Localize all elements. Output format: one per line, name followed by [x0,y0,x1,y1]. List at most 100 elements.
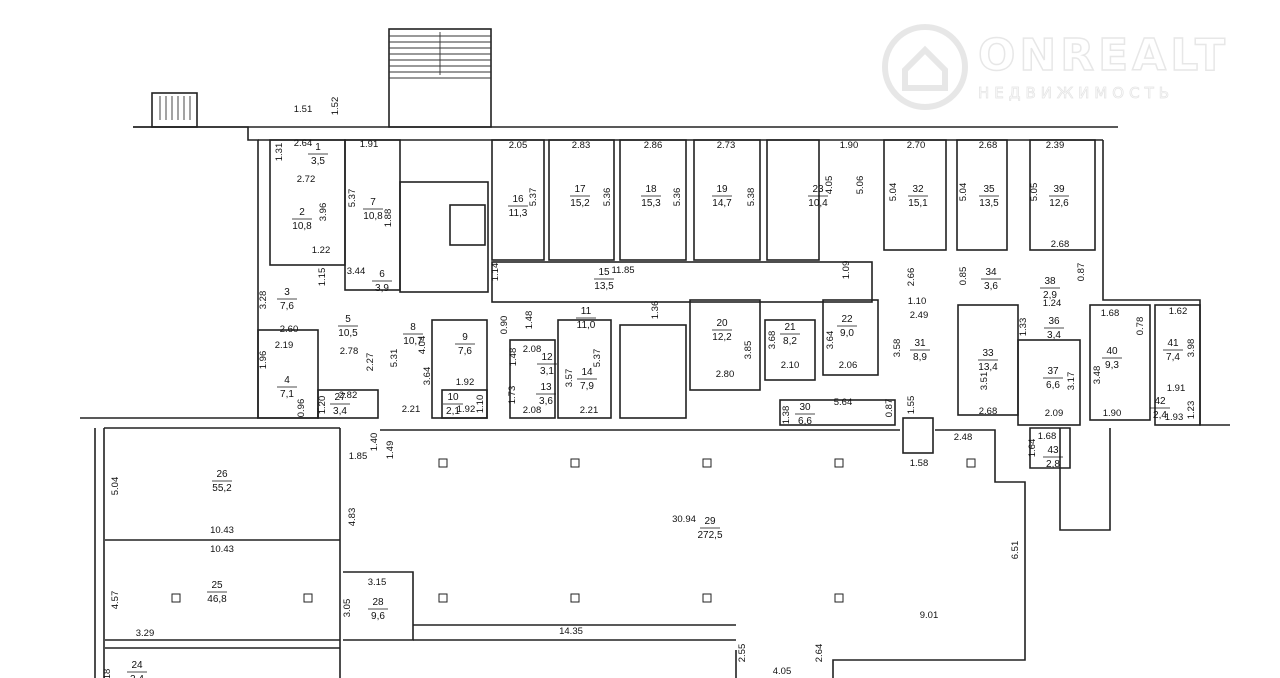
room-number: 3 [284,287,290,298]
dimension-label: 2.21 [580,405,599,416]
dimension-label: 1.92 [456,377,475,388]
dimension-label: 3.48 [1092,366,1103,385]
dimension-label: 1.91 [1167,383,1186,394]
dimension-label: 1.22 [312,245,331,256]
dimension-label: 2.60 [280,324,299,335]
dimension-label: 1.33 [1018,318,1029,337]
room-area: 10,5 [338,328,358,339]
room-number: 29 [704,516,716,527]
room-number: 21 [784,322,796,333]
dimension-label: 1.36 [650,301,661,320]
dimension-label: 4.05 [824,176,835,195]
dimension-label: 2.82 [339,390,358,401]
room-area: 8,2 [783,336,797,347]
room-number: 23 [812,184,824,195]
house-logo-icon [882,24,968,110]
dimension-label: 1.88 [383,209,394,228]
dimension-label: 3.29 [136,628,155,639]
dimension-label: 1.64 [1027,439,1038,458]
dimension-label: 4.57 [110,591,121,610]
room-area: 2,9 [1043,290,1057,301]
room-number: 38 [1044,276,1056,287]
dimension-label: 2.21 [402,404,421,415]
dimension-label: 3.85 [743,341,754,360]
dimension-label: 2.09 [1045,408,1064,419]
room-number: 6 [379,269,385,280]
dimension-label: 5.38 [746,188,757,207]
room-area: 272,5 [697,530,722,541]
dimension-label: 1.48 [524,311,535,330]
room-area: 9,3 [1105,360,1119,371]
dimension-label: 3.15 [368,577,387,588]
room-number: 37 [1047,366,1059,377]
dimension-label: 3.05 [342,599,353,618]
room-area: 3,6 [539,396,553,407]
room-number: 1 [315,142,321,153]
room-area: 13,5 [979,198,999,209]
room-number: 34 [985,267,997,278]
room-area: 9,6 [371,611,385,622]
room-area: 10,8 [292,221,312,232]
dimension-label: 0.87 [884,399,895,418]
dimension-label: 0.87 [1076,263,1087,282]
room-number: 42 [1154,396,1166,407]
dimension-label: 2.06 [839,360,858,371]
dimension-label: 2.64 [294,138,313,149]
room-number: 32 [912,184,924,195]
structural-columns [171,458,976,603]
room-area: 10,4 [808,198,828,209]
dimension-label: 3.98 [1186,339,1197,358]
room-area: 7,6 [458,346,472,357]
room-area: 10,8 [363,211,383,222]
room-area: 3,4 [1047,330,1061,341]
dimension-label: 1.68 [1038,431,1057,442]
room-number: 35 [983,184,995,195]
room-number: 41 [1167,338,1179,349]
dimension-label: 2.80 [716,369,735,380]
room-number: 28 [372,597,384,608]
dimension-label: 0.85 [958,267,969,286]
dimension-label: 4.05 [773,666,792,677]
room-number: 18 [645,184,657,195]
onrealt-logo: ONREALT НЕДВИЖИМОСТЬ [880,22,1250,112]
dimension-label: 5.04 [110,477,121,496]
building-walls [80,126,1230,678]
room-area: 3,9 [375,283,389,294]
room-number: 5 [345,314,351,325]
room-area: 55,2 [212,483,232,494]
room-area: 14,7 [712,198,732,209]
room-number: 2 [299,207,305,218]
room-area: 2,4 [130,674,144,678]
dimension-label: 2.48 [954,432,973,443]
room-number: 11 [581,306,592,317]
dimension-label: 14.35 [559,626,583,637]
room-number: 20 [716,318,728,329]
room-number: 43 [1047,445,1059,456]
room-number: 33 [982,348,994,359]
room-area: 13,4 [978,362,998,373]
dimension-label: 1.91 [360,139,379,150]
room-area: 15,1 [908,198,928,209]
dimension-label: 1.52 [330,97,341,116]
dimension-label: 2.55 [737,644,748,663]
dimension-label: 5.37 [592,349,603,368]
room-number: 16 [512,194,524,205]
dimension-label: 5.04 [958,183,969,202]
room-area: 2,8 [1046,459,1060,470]
room-area: 7,4 [1166,352,1180,363]
dimension-label: 2.68 [979,406,998,417]
room-area: 12,2 [712,332,732,343]
dimension-label: 18 [102,669,113,678]
dimension-label: 1.68 [1101,308,1120,319]
room-area: 3,4 [333,406,347,417]
dimension-label: 0.90 [499,316,510,335]
room-number: 7 [370,197,376,208]
room-number: 26 [216,469,228,480]
dimension-label: 1.90 [840,140,859,151]
dimension-label: 0.78 [1135,317,1146,336]
dimension-label: 1.51 [294,104,313,115]
dimension-label: 1.85 [349,451,368,462]
room-number: 14 [581,367,593,378]
dimension-label: 3.68 [767,331,778,350]
